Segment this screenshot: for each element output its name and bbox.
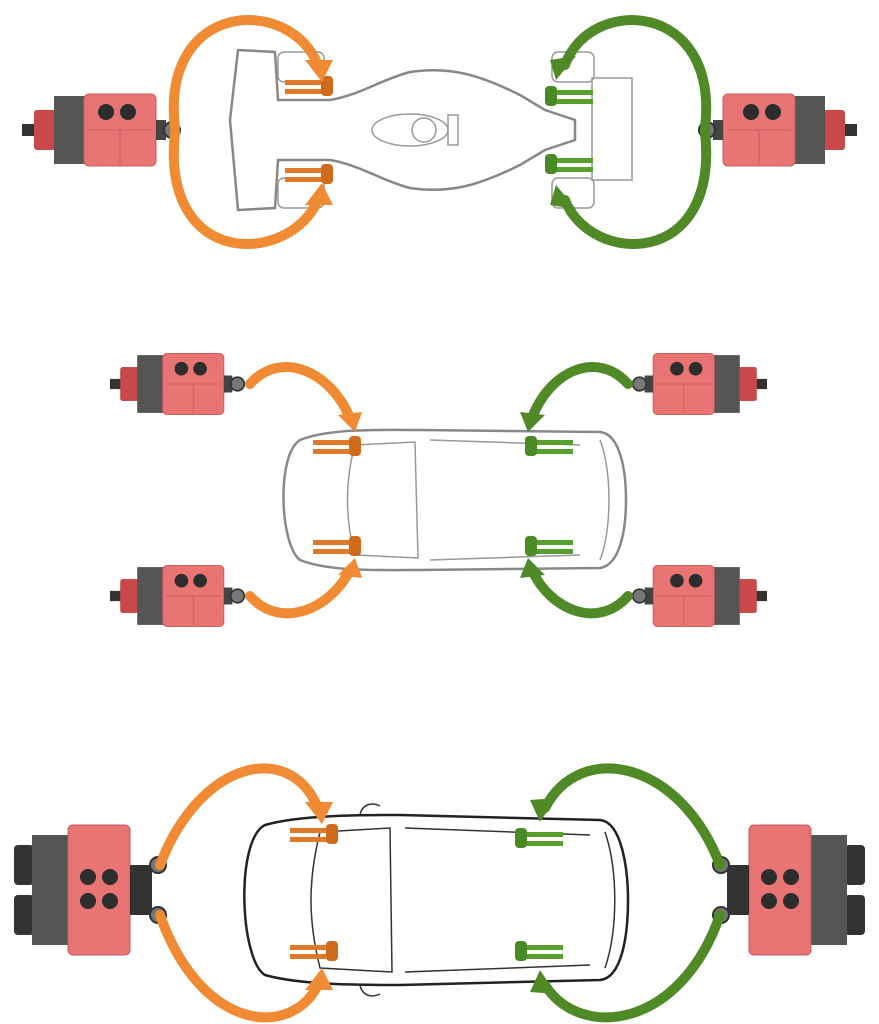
rear-left-arrow: [527, 362, 633, 423]
rear-upper-arrow: [560, 15, 712, 133]
car-four-units-section: [109, 352, 768, 628]
formula-car-outline: [228, 48, 577, 212]
rear-right-unit: [631, 564, 768, 628]
rear-lower-arrow: [540, 910, 725, 1023]
front-left-arrow: [245, 362, 355, 423]
rear-upper-arrow: [540, 763, 725, 870]
front-drive-unit: [21, 93, 181, 167]
front-upper-arrow: [155, 763, 323, 870]
front-left-unit: [109, 352, 246, 416]
front-right-unit: [109, 564, 246, 628]
front-dual-unit: [13, 824, 167, 956]
car-outline: [282, 428, 628, 572]
rear-lower-arrow: [560, 127, 712, 249]
rear-left-mount: [545, 86, 593, 106]
car-dual-units-section: [13, 763, 866, 1023]
front-lower-arrow: [155, 910, 323, 1023]
rear-left-unit: [631, 352, 768, 416]
front-left-mount: [285, 76, 333, 96]
front-lower-arrow: [168, 127, 323, 249]
front-right-mount: [285, 164, 333, 184]
rear-drive-unit: [698, 93, 858, 167]
rear-dual-unit: [712, 824, 866, 956]
front-right-arrow: [245, 565, 355, 619]
front-upper-arrow: [168, 15, 323, 133]
car-outline: [243, 813, 630, 987]
rear-right-mount: [545, 154, 593, 174]
rear-right-arrow: [527, 565, 633, 619]
formula-car-section: [21, 15, 858, 249]
